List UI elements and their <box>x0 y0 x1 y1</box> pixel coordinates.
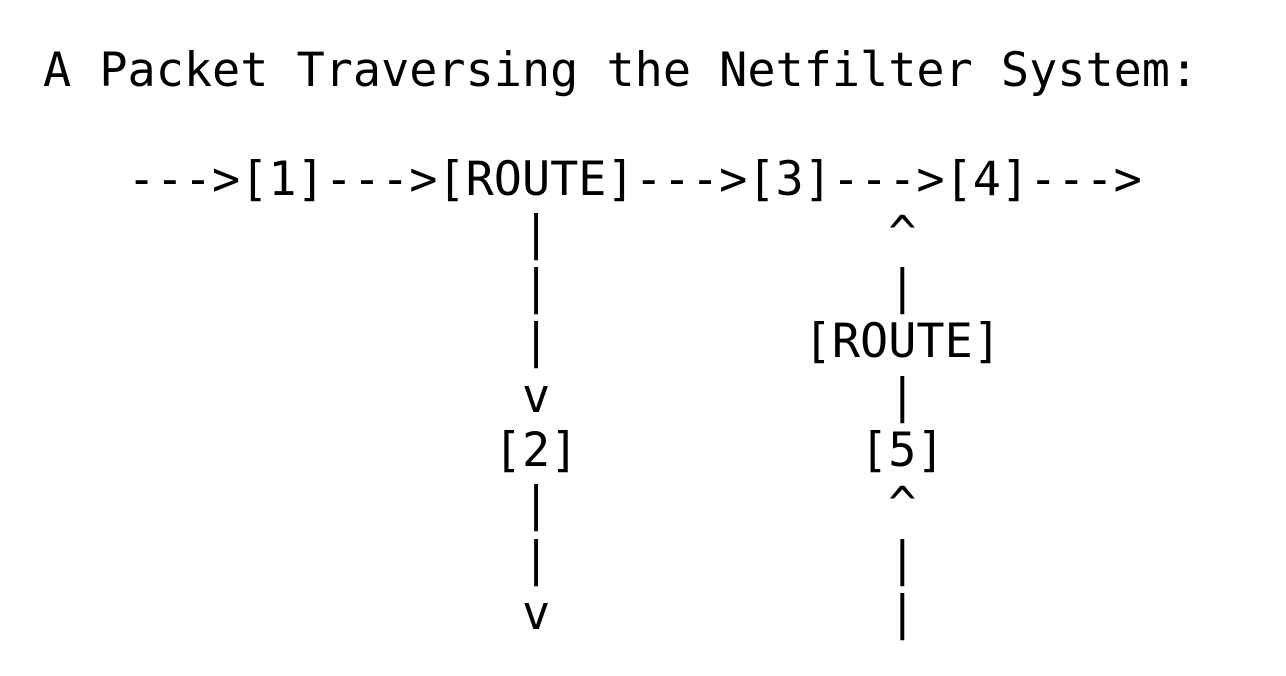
diagram-title: A Packet Traversing the Netfilter System… <box>43 44 1199 98</box>
ascii-art: --->[1]--->[ROUTE]--->[3]--->[4]---> | ^… <box>127 152 1142 641</box>
